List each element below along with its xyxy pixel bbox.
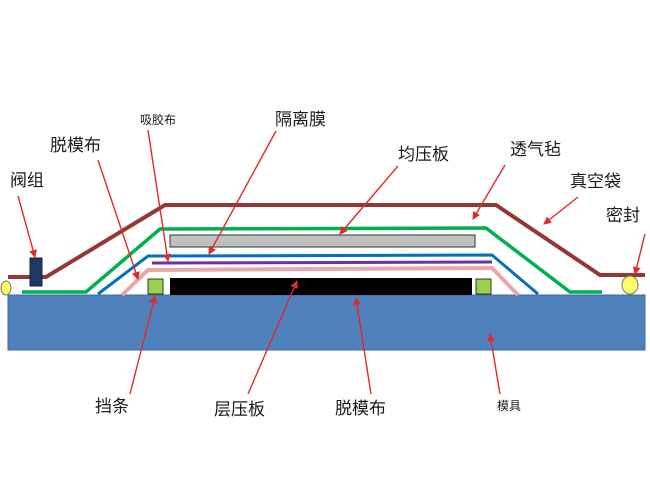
dam-right — [475, 278, 492, 295]
valve-assembly — [29, 257, 43, 287]
label-release-film: 隔离膜 — [275, 110, 326, 130]
mold — [7, 294, 646, 351]
arrow-dam — [129, 295, 158, 395]
arrow-mold — [487, 333, 501, 395]
arrow-caul-plate — [339, 165, 399, 235]
arrow-bleeder — [147, 129, 171, 262]
arrow-breather — [472, 164, 506, 220]
caul-plate — [169, 234, 476, 248]
label-vacuum-bag: 真空袋 — [570, 172, 621, 192]
arrow-vacuum-bag — [543, 196, 579, 225]
label-peel-ply-top: 脱模布 — [50, 136, 101, 156]
label-caul-plate: 均压板 — [398, 145, 449, 165]
peel-ply-layer — [120, 265, 520, 297]
release-film-layer — [97, 253, 539, 296]
sealant-right — [621, 275, 639, 295]
label-breather: 透气毡 — [510, 140, 561, 160]
arrow-release-film — [208, 130, 277, 255]
breather-layer — [22, 226, 602, 294]
label-laminate: 层压板 — [214, 400, 265, 420]
arrow-valve — [17, 195, 37, 258]
label-valve: 阀组 — [10, 171, 44, 191]
label-bleeder: 吸胶布 — [140, 112, 176, 127]
bleeder-layer — [151, 260, 493, 265]
dam-left — [147, 278, 164, 295]
arrow-sealant — [632, 233, 646, 275]
laminate — [170, 278, 472, 295]
arrow-peel-ply-top — [97, 159, 140, 280]
label-sealant: 密封 — [606, 206, 640, 226]
label-dam: 挡条 — [95, 397, 129, 417]
sealant-left — [0, 280, 12, 296]
label-peel-ply-bottom: 脱模布 — [335, 399, 386, 419]
arrow-laminate — [247, 280, 298, 395]
label-mold: 模具 — [497, 399, 521, 413]
arrow-peel-ply-bottom — [353, 297, 372, 395]
